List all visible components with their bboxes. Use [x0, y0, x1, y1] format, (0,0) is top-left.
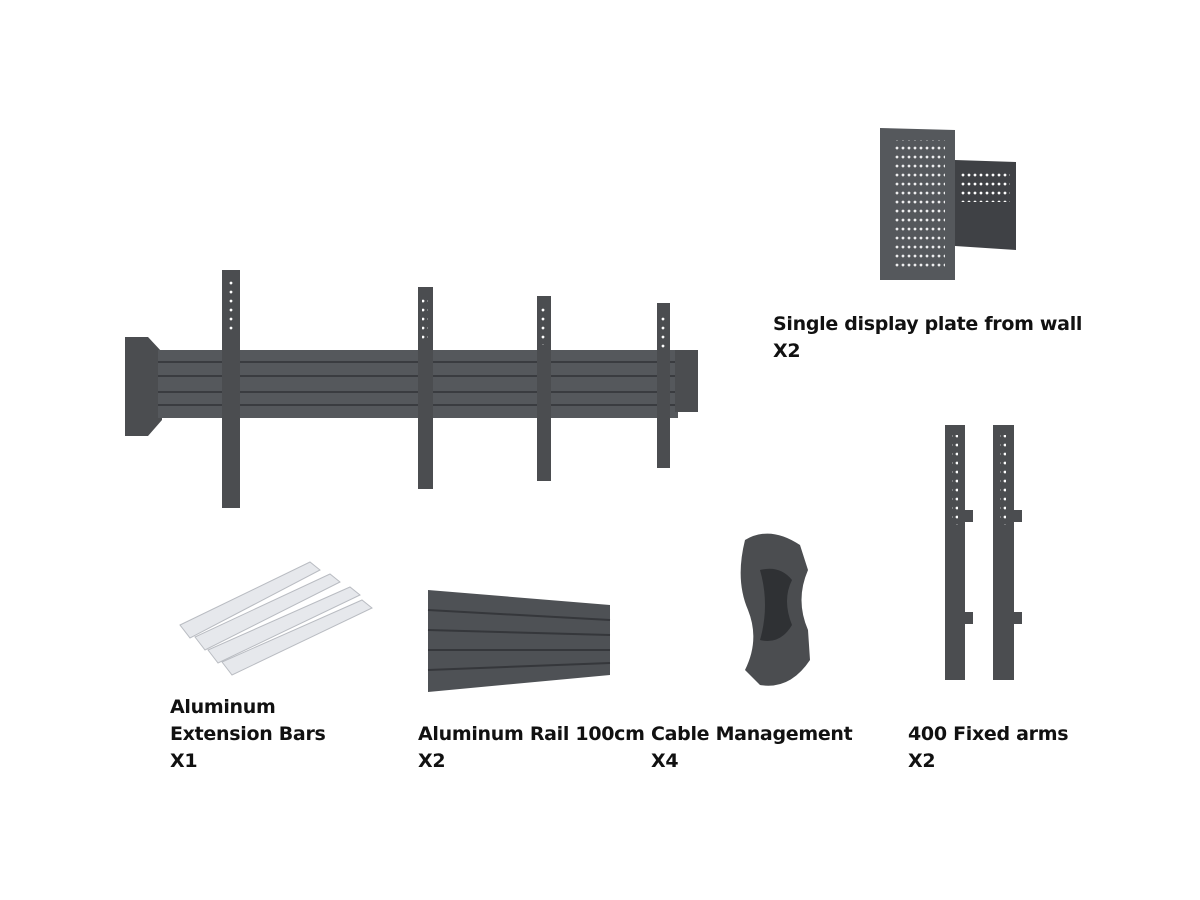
label-single-display-plate: Single display plate from wall X2: [773, 311, 1082, 365]
wall-plate-right: [675, 350, 698, 412]
single-display-plate: [880, 128, 1016, 280]
part-qty: X4: [651, 750, 679, 772]
part-name-line-2: Extension Bars: [170, 723, 326, 745]
label-extension-bars: Aluminum Extension Bars X1: [170, 694, 326, 775]
part-qty: X2: [908, 750, 936, 772]
part-name: Single display plate from wall: [773, 313, 1083, 335]
fixed-arms: [945, 425, 1022, 680]
label-aluminum-rail: Aluminum Rail 100cm X2: [418, 721, 645, 775]
arm: [222, 270, 670, 508]
aluminum-rail: [427, 590, 611, 692]
part-qty: X1: [170, 750, 198, 772]
part-qty: X2: [773, 340, 801, 362]
assembled-wall-mount: [125, 270, 698, 508]
part-name-line-1: Aluminum: [170, 696, 276, 718]
part-qty: X2: [418, 750, 446, 772]
part-name: Aluminum Rail 100cm: [418, 723, 645, 745]
wall-plate-left: [125, 337, 162, 436]
label-fixed-arms: 400 Fixed arms X2: [908, 721, 1069, 775]
part-name: Cable Management: [651, 723, 853, 745]
part-name: 400 Fixed arms: [908, 723, 1069, 745]
cable-management-clip: [740, 533, 810, 686]
label-cable-management: Cable Management X4: [651, 721, 853, 775]
aluminum-extension-bars: [179, 561, 373, 676]
